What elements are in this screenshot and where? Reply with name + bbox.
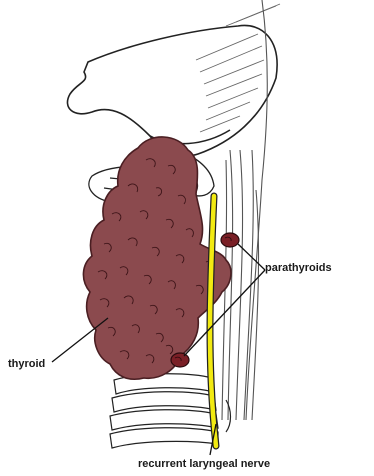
label-recurrent-laryngeal-nerve: recurrent laryngeal nerve <box>138 458 270 470</box>
parathyroid-lower <box>171 353 189 367</box>
mandible <box>67 25 277 155</box>
label-parathyroids: parathyroids <box>265 262 332 274</box>
recurrent-laryngeal-nerve <box>210 196 216 446</box>
label-thyroid: thyroid <box>8 358 45 370</box>
parathyroid-upper <box>221 233 239 247</box>
